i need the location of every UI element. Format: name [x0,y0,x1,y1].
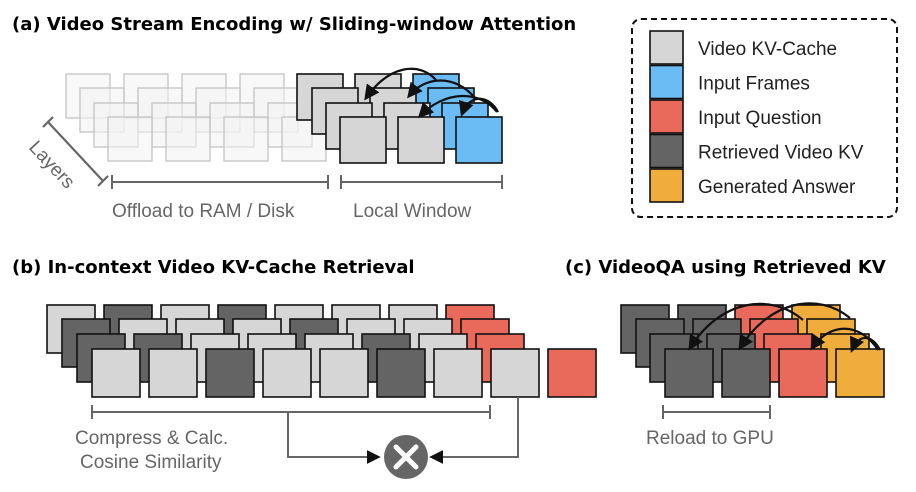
legend-swatch [649,30,684,65]
offloaded-kv-square [165,116,211,162]
compress-flow-arrow [287,412,381,464]
legend-swatch [649,64,684,100]
panel-c-attention-arrows [688,302,881,353]
retrieved-kv-square [721,348,771,398]
video-kv-cache-stack [46,304,597,398]
retrieved-kv-square [664,348,714,398]
answer-attention-arrow [738,302,851,351]
legend-label: Input Frames [698,74,810,95]
local-window-bracket [340,175,503,189]
video-kv-square [319,348,369,398]
offload-label: Offload to RAM / Disk [112,201,295,222]
offloaded-kv-square [107,116,153,162]
offloaded-kv-stack [65,73,327,162]
local-window-label: Local Window [353,201,472,222]
legend-label: Video KV-Cache [698,39,837,60]
video-kv-square [91,348,141,398]
attention-arrow [364,67,437,101]
input-frame-square [455,116,503,164]
legend-swatch [649,99,684,134]
offload-bracket [111,175,329,189]
answer-attention-arrow [688,302,804,351]
panel-a-title: (a) Video Stream Encoding w/ Sliding-win… [12,14,576,35]
panel-c-title: (c) VideoQA using Retrieved KV [565,257,886,278]
multiply-icon-glyph [393,444,419,470]
retrieved-kv-square [376,348,426,398]
input-question-square [778,348,828,398]
answer-attention-arrow [849,335,881,353]
video-kv-square [148,348,198,398]
panel-b-title: (b) In-context Video KV-Cache Retrieval [12,257,415,278]
video-kv-square [397,116,445,164]
video-kv-square [262,348,312,398]
offloaded-kv-square [223,116,269,162]
layers-axis [47,121,104,182]
attention-arrow [458,97,499,117]
input-question-square [547,348,597,398]
attention-arrow [417,94,498,119]
compress-label-line2: Cosine Similarity [80,452,222,473]
video-kv-square [339,116,387,164]
legend-swatch [649,168,684,203]
layers-axis-tick [97,175,109,187]
attention-arrow [407,79,476,99]
legend-label: Generated Answer [698,177,856,198]
local-window-stack [296,73,503,164]
legend-swatch [649,133,684,169]
layers-axis-tick [42,116,54,128]
panel-a-diagram: Layers Offload to RAM / Disk Local Windo… [24,67,503,222]
compress-bracket [91,405,491,419]
panel-b-diagram: Compress & Calc. Cosine Similarity [46,304,597,479]
video-kv-square [433,348,483,398]
reload-label: Reload to GPU [646,428,774,449]
retrieved-kv-square [205,348,255,398]
question-flow-arrow [429,397,519,464]
reload-bracket [662,405,771,419]
answer-attention-arrow [810,327,879,351]
legend-box [631,18,898,218]
videoqa-kv-stack [620,304,885,398]
legend-label: Retrieved Video KV [698,143,864,164]
legend-label: Input Question [698,108,822,129]
compress-label-line1: Compress & Calc. [75,428,228,449]
generated-answer-square [835,348,885,398]
panel-a-attention-arrows [364,67,499,119]
video-kv-square [490,348,540,398]
panel-c-diagram: Reload to GPU [620,302,885,449]
